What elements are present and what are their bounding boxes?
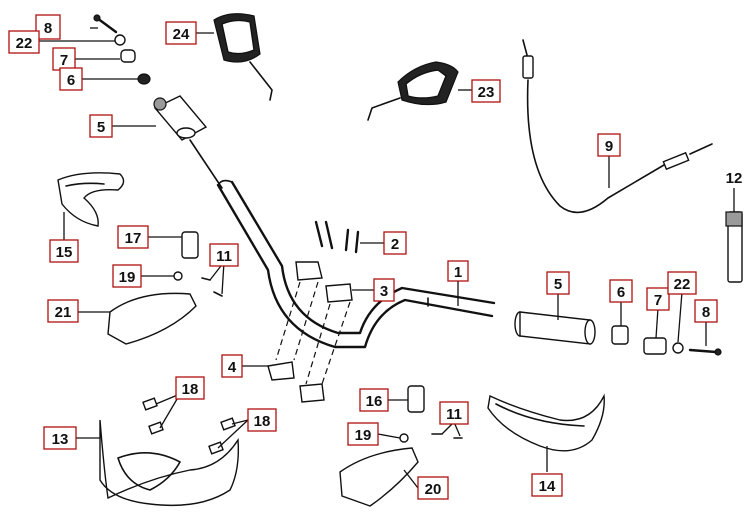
right-switch-assembly-part: [339, 385, 463, 507]
label-8-right: 8: [694, 299, 718, 323]
label-19-left: 19: [112, 264, 142, 288]
label-18-left-text: 18: [182, 381, 199, 398]
hand-guard-left-part: [57, 172, 125, 227]
label-15: 15: [49, 239, 79, 263]
label-17: 17: [117, 225, 149, 249]
label-15-text: 15: [56, 244, 73, 261]
label-11-left: 11: [209, 243, 239, 267]
label-8-top: 8: [35, 14, 61, 40]
label-16-text: 16: [366, 393, 383, 410]
label-19-right-text: 19: [355, 427, 372, 444]
label-21-text: 21: [55, 304, 72, 321]
label-20: 20: [417, 476, 449, 500]
label-11-left-text: 11: [216, 248, 232, 265]
left-switch-assembly-part: [107, 231, 223, 345]
label-9-text: 9: [605, 138, 613, 155]
label-8-top-text: 8: [44, 20, 52, 37]
label-13: 13: [43, 426, 77, 450]
label-6-right: 6: [609, 279, 633, 303]
label-3: 3: [373, 278, 395, 302]
label-5-right: 5: [546, 271, 570, 295]
label-1-text: 1: [454, 264, 462, 281]
label-5-right-text: 5: [554, 276, 562, 293]
mirror-left-part: [213, 13, 273, 101]
label-7-top: 7: [52, 47, 76, 71]
label-11-right-text: 11: [446, 406, 462, 423]
label-6-top: 6: [59, 67, 83, 91]
label-9: 9: [597, 133, 621, 157]
label-7-right-text: 7: [654, 292, 662, 309]
label-24-text: 24: [173, 26, 190, 43]
label-22-right-text: 22: [674, 276, 691, 293]
throttle-cable-left: [189, 139, 223, 189]
label-12-text: 12: [726, 170, 743, 187]
label-2-text: 2: [391, 236, 399, 253]
label-17-text: 17: [125, 230, 142, 247]
label-18-left: 18: [175, 376, 205, 400]
label-6-right-text: 6: [617, 284, 625, 301]
hand-guard-right-part: [487, 393, 605, 452]
throttle-cable-part: [522, 39, 713, 214]
label-23-text: 23: [478, 84, 495, 101]
label-14: 14: [531, 473, 563, 497]
left-grip-part: [153, 95, 208, 141]
label-24: 24: [165, 21, 197, 45]
label-21: 21: [47, 299, 79, 323]
label-6-top-text: 6: [67, 72, 75, 89]
label-7-top-text: 7: [60, 52, 68, 69]
handlebar-clamp-parts: [267, 220, 360, 403]
right-grip-parts: [514, 311, 722, 356]
mirror-right-part: [367, 61, 459, 121]
label-18-right-text: 18: [254, 413, 271, 430]
label-5-left-text: 5: [97, 119, 105, 136]
label-12: 12: [720, 166, 748, 188]
label-1: 1: [447, 260, 469, 282]
label-7-right: 7: [646, 287, 670, 311]
label-22-right: 22: [667, 271, 697, 295]
label-22-top: 22: [8, 30, 40, 54]
left-end-weight-parts: [93, 14, 151, 85]
label-22-top-text: 22: [16, 35, 33, 52]
label-4-text: 4: [228, 359, 237, 376]
label-16: 16: [359, 388, 389, 412]
label-19-left-text: 19: [119, 269, 136, 286]
label-11-right: 11: [439, 401, 469, 425]
label-2: 2: [383, 231, 407, 255]
label-5-left: 5: [89, 114, 113, 138]
label-18-right: 18: [247, 408, 277, 432]
strap-part: [725, 211, 743, 283]
label-8-right-text: 8: [702, 304, 710, 321]
label-13-text: 13: [52, 431, 69, 448]
label-20-text: 20: [425, 481, 442, 498]
label-23: 23: [471, 79, 501, 103]
leader-lines: [36, 27, 735, 489]
headlight-cover-part: [99, 397, 240, 507]
label-3-text: 3: [380, 283, 388, 300]
label-4: 4: [221, 354, 243, 378]
label-19-right: 19: [347, 422, 379, 446]
label-14-text: 14: [539, 478, 556, 495]
